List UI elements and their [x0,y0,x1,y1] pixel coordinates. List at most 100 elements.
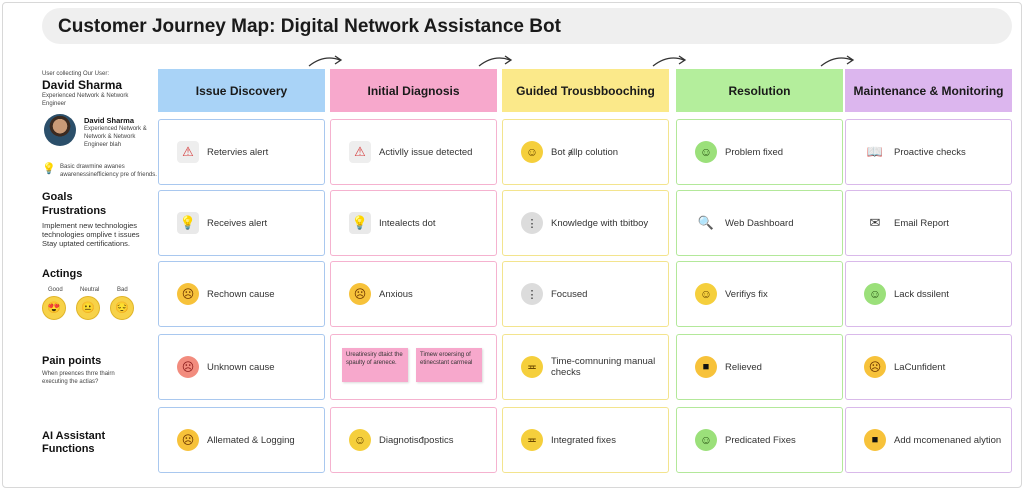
journey-card: 💡Receives alert [158,190,325,256]
profile-card: David Sharma Experienced Network & Netwo… [84,116,147,149]
ai-heading: Functions [42,443,95,455]
sticky-note: Timew eroersing of etinecstant carrneal [416,348,482,382]
arrow-icon [820,55,855,67]
mood-label-good: Good [48,287,63,293]
warning-icon: ⚠ [177,141,199,163]
book-icon: 📖 [866,144,884,159]
sad-face-icon: ☹ [177,283,199,305]
envelope-icon: ✉ [869,215,881,230]
arrow-icon [478,55,513,67]
journey-card: ■ Add mcomenaned alytion [845,407,1012,473]
warning-icon: ⚠ [349,141,371,163]
avatar [44,114,76,146]
journey-card: ■ Relieved [676,334,843,400]
card-text: Rechown cause [207,288,275,300]
card-text: Bot ⱥllp colution [551,146,619,158]
actings-heading: Actings [42,268,83,280]
card-text: Add mcomenaned alytion [894,434,1002,446]
bulb-line: Basic drawmine awanes [60,164,125,170]
card-text: Web Dashboard [725,217,794,229]
card-text: Knowledge with tbitboy [551,217,649,229]
stage-header-guided-troubleshooting: Guided Trousbbooching [502,69,669,112]
page-title: Customer Journey Map: Digital Network As… [58,16,561,37]
user-name: David Sharma [42,78,123,92]
card-text: Email Report [894,217,949,229]
card-text: Receives alert [207,217,268,229]
user-role: Experienced Network & Network Engineer [42,93,129,107]
goal-line: technologies omplive t issues [42,230,140,239]
ai-heading: AI Assistant [42,430,106,442]
journey-card: ☹LaCunfident [845,334,1012,400]
arrow-icon [652,55,687,67]
journey-card: ☹Unknown cause [158,334,325,400]
stage-header-resolution: Resolution [676,69,843,112]
journey-card: ⋮Knowledge with tbitboy [502,190,669,256]
card-text: Intealects dot [379,217,436,229]
smile-icon: ☺ [695,283,717,305]
sad-face-icon: 😔 [110,296,134,320]
card-text: Verifiys fix [725,288,768,300]
profile-line: Experienced Network & [84,126,147,132]
persona-sidebar: User collecting Our User: David Sharma E… [0,0,160,490]
card-text: Diagnotisđpostics [379,434,454,446]
card-text: Problem fixed [725,146,784,158]
card-text: Allemated & Logging [207,434,295,446]
stage-header-maintenance-monitoring: Maintenance & Monitoring [845,69,1012,112]
lightbulb-icon: 💡 [349,212,371,234]
journey-card: ☺ Verifiys fix [676,261,843,327]
card-text: Proactive checks [894,146,966,158]
tired-face-icon: ≖ [521,429,543,451]
goals-heading: Goals [42,191,73,203]
card-text: Retervies alert [207,146,269,158]
smile-icon: ☺ [521,141,543,163]
happy-face-icon: ☺ [695,141,717,163]
journey-card: ☹ Allemated & Logging [158,407,325,473]
mood-label-bad: Bad [117,287,128,293]
card-text: LaCunfident [894,361,946,373]
stage-header-initial-diagnosis: Initial Diagnosis [330,69,497,112]
bulb-line: awarenessinefficiency pre of friends. [60,172,157,178]
happy-face-icon: ☺ [864,283,886,305]
goal-line: Stay uptated certifications. [42,239,130,248]
neutral-face-icon: 😐 [76,296,100,320]
card-text: Focused [551,288,588,300]
journey-card: ☺Lack dssilent [845,261,1012,327]
frustrations-heading: Frustrations [42,205,107,217]
journey-card: 🔍Web Dashboard [676,190,843,256]
journey-card: ☺ Predicated Fixes [676,407,843,473]
journey-card: ☹ Anxious [330,261,497,327]
tired-face-icon: ≖ [521,356,543,378]
cool-face-icon: ■ [864,429,886,451]
cool-face-icon: ■ [695,356,717,378]
journey-card: 📖 Proactive checks [845,119,1012,185]
frown-face-icon: ☹ [177,429,199,451]
journey-card: ✉ Email Report [845,190,1012,256]
journey-card: ☺ Bot ⱥllp colution [502,119,669,185]
profile-line: Engineer blah [84,142,122,148]
title-bar: Customer Journey Map: Digital Network As… [42,8,1012,44]
journey-card: ☹ Rechown cause [158,261,325,327]
anxious-face-icon: ☹ [349,283,371,305]
profile-line: Network & Network [84,134,136,140]
neutral-face-icon: ⋮ [521,283,543,305]
card-text: Predicated Fixes [725,434,796,446]
journey-card: ≖ Time-comnuning manual checks [502,334,669,400]
card-text: Relieved [725,361,762,373]
journey-card: ⋮ Focused [502,261,669,327]
happy-face-icon: ☺ [695,429,717,451]
journey-card: 💡 Intealects dot [330,190,497,256]
journey-card: ⚠ Retervies alert [158,119,325,185]
lightbulb-icon: 💡 [42,163,56,175]
card-text: Time-comnuning manual checks [551,356,656,378]
pain-sub-line: When preences thrre thairn [42,371,115,377]
journey-card: ☺ Problem fixed [676,119,843,185]
mood-label-neutral: Neutral [80,287,100,293]
arrow-icon [308,55,343,67]
card-text: Unknown cause [207,361,275,373]
heart-eyes-face-icon: 😍 [42,296,66,320]
journey-card: ≖Integrated fixes [502,407,669,473]
card-text: Anxious [379,288,413,300]
goal-line: Implement new technologies [42,221,138,230]
user-caption: User collecting Our User: [42,71,110,77]
